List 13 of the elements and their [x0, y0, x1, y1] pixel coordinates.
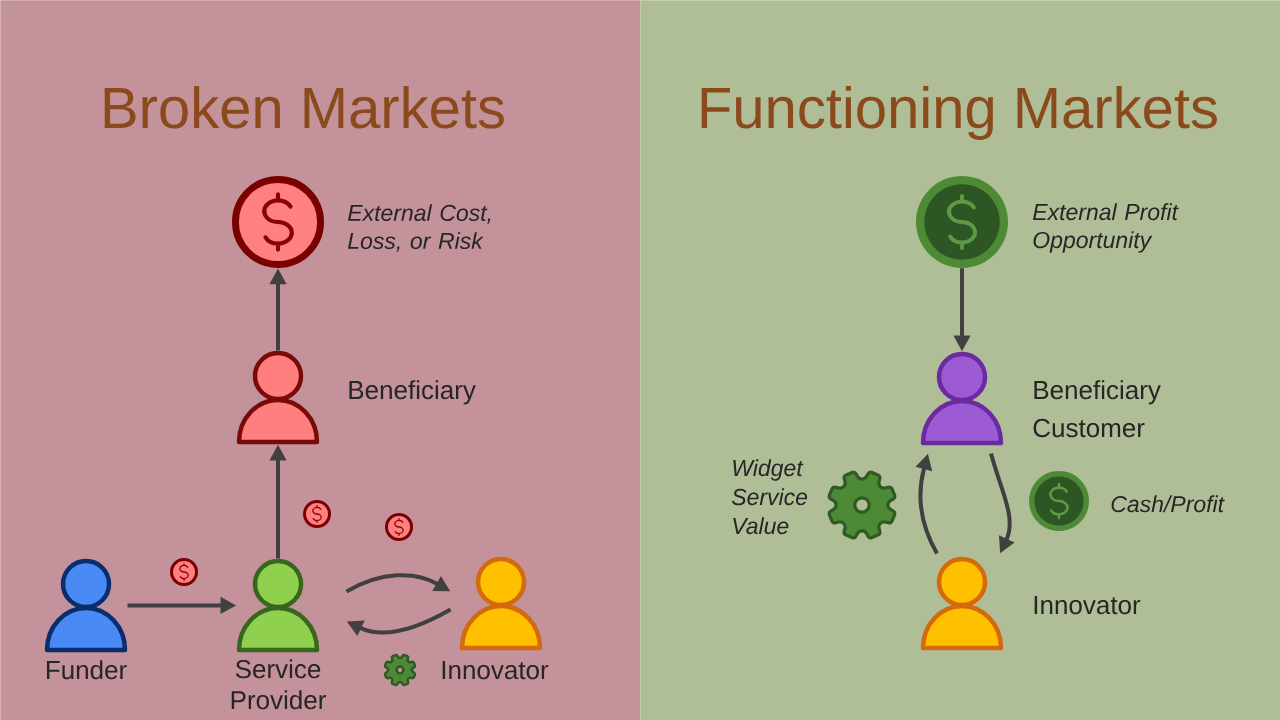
panel-title: Functioning Markets — [701, 85, 1217, 141]
person-label: Innovator — [1034, 596, 1141, 615]
person-label: Customer — [1033, 418, 1145, 438]
coin-caption: External Profit Opportunity — [1033, 203, 1179, 253]
panel-title: Broken Markets — [104, 85, 504, 129]
person-label: Beneficiary — [349, 380, 476, 405]
coin-caption: External Cost, Loss, or Risk — [348, 204, 491, 252]
person-label: Innovator — [442, 661, 549, 680]
person-label: Service Provider — [231, 659, 326, 710]
flow-label: Cash/Profit — [1111, 495, 1225, 513]
flow-label: Widget Service Value — [731, 459, 808, 535]
person-label: Funder — [46, 660, 127, 680]
person-label: Beneficiary — [1034, 380, 1161, 405]
